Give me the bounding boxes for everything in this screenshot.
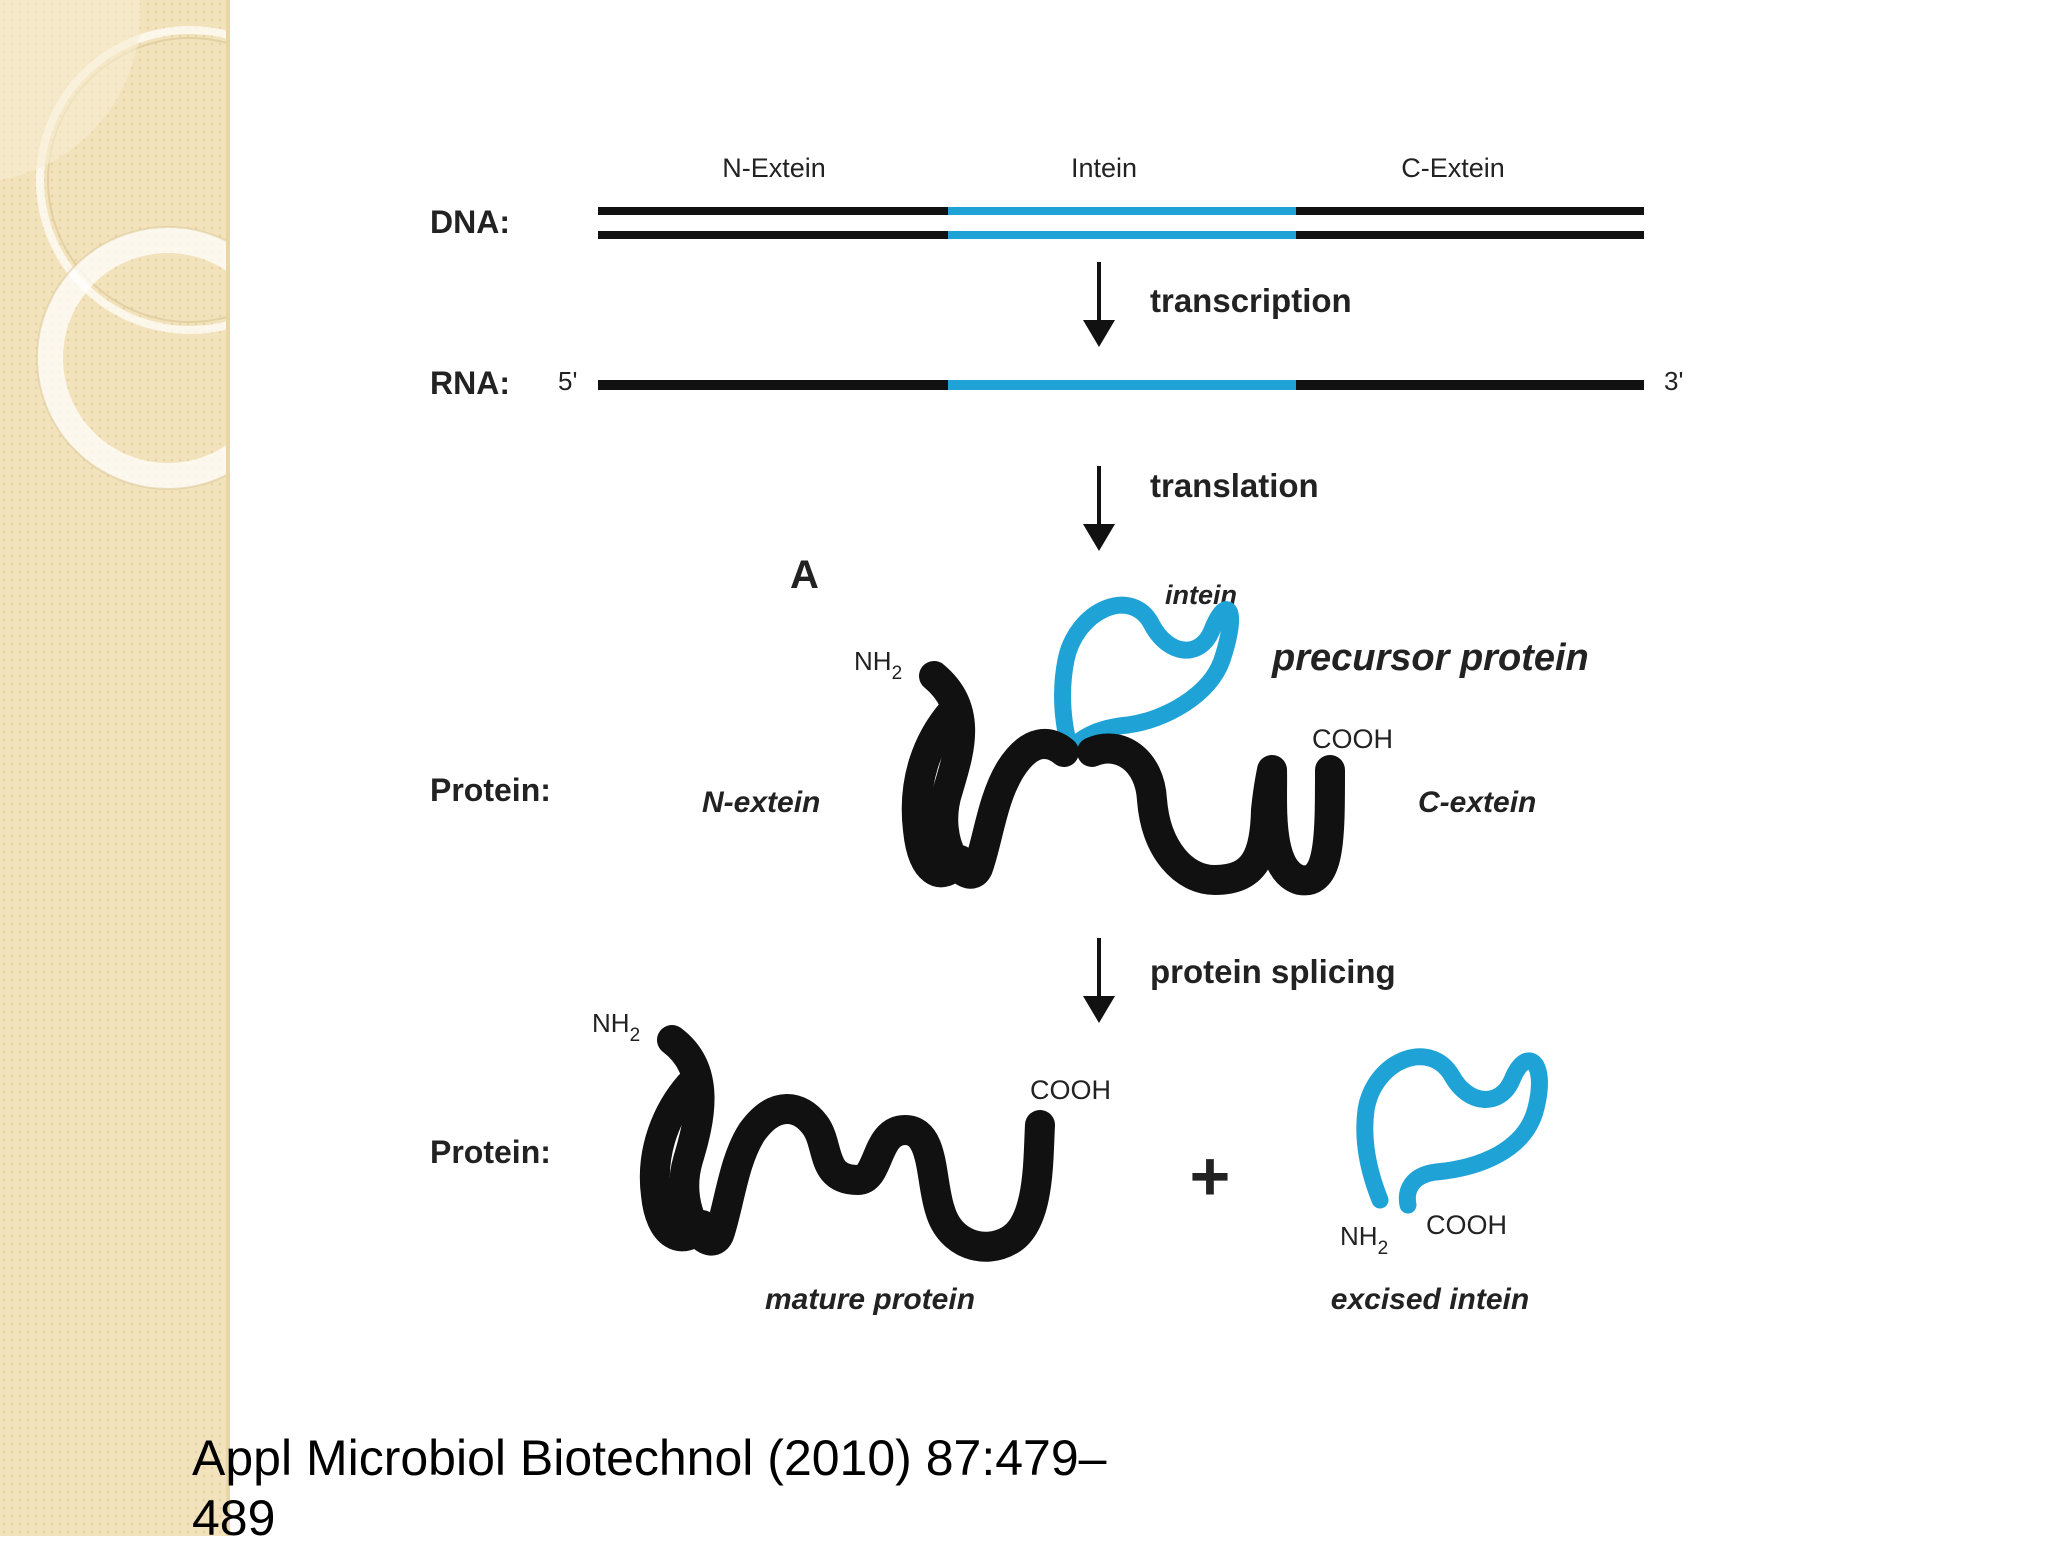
mature-protein-chain xyxy=(639,1025,1055,1262)
products-row-label: Protein: xyxy=(430,1134,551,1170)
excised-intein-label: excised intein xyxy=(1331,1283,1529,1316)
mature-nh2: NH2 xyxy=(592,1008,640,1046)
translation-arrow xyxy=(1083,466,1115,551)
dna-label: DNA: xyxy=(430,204,510,240)
panel-letter: A xyxy=(790,553,819,597)
rna-three-prime: 3' xyxy=(1664,366,1683,396)
mature-cooh: COOH xyxy=(1030,1075,1111,1105)
sidebar-circles-ornament xyxy=(0,0,230,490)
mature-protein-label: mature protein xyxy=(765,1283,975,1316)
translation-label: translation xyxy=(1150,467,1319,504)
slide-sidebar-decoration xyxy=(0,0,230,1536)
sidebar-edge xyxy=(226,0,230,1536)
splicing-label: protein splicing xyxy=(1150,953,1396,990)
n-extein-label: N-extein xyxy=(702,786,820,819)
precursor-n-extein-chain xyxy=(901,661,1079,889)
dna-double-strand xyxy=(598,207,1644,239)
transcription-label: transcription xyxy=(1150,282,1352,319)
splicing-arrow xyxy=(1083,938,1115,1023)
c-extein-label: C-extein xyxy=(1418,786,1536,819)
rna-label: RNA: xyxy=(430,365,510,401)
intein-header: Intein xyxy=(1071,153,1137,183)
n-extein-header: N-Extein xyxy=(722,153,826,183)
source-citation: Appl Microbiol Biotechnol (2010) 87:479–… xyxy=(192,1430,1107,1546)
rna-strand xyxy=(598,380,1644,390)
precursor-intein-loop xyxy=(1054,596,1239,759)
excised-intein-loop xyxy=(1356,1048,1548,1214)
precursor-c-extein-chain xyxy=(1077,733,1345,896)
precursor-title: precursor protein xyxy=(1271,637,1589,679)
excised-nh2: NH2 xyxy=(1340,1221,1388,1259)
excised-cooh: COOH xyxy=(1426,1210,1507,1240)
transcription-arrow xyxy=(1083,262,1115,347)
rna-five-prime: 5' xyxy=(558,366,577,396)
plus-sign: + xyxy=(1190,1137,1231,1215)
precursor-nh2: NH2 xyxy=(854,646,902,684)
precursor-cooh: COOH xyxy=(1312,724,1393,754)
c-extein-header: C-Extein xyxy=(1401,153,1505,183)
precursor-row-label: Protein: xyxy=(430,772,551,808)
